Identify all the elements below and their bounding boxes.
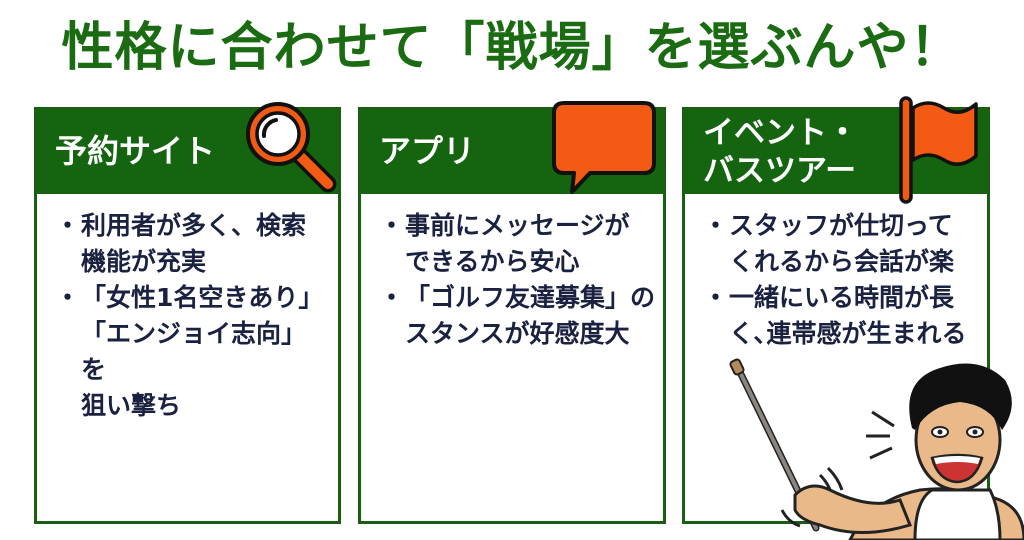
speech-bubble-icon (552, 101, 656, 194)
magnifier-icon (246, 102, 337, 193)
panel-title: イベント・ バスツアー (703, 115, 858, 189)
bullet-list: ・スタッフが仕切って くれるから会話が楽 ・一緒にいる時間が長 く､連帯感が生ま… (703, 208, 979, 352)
panel-booking-site: 予約サイト ・利用者が多く、検索 機能が充実 ・「女性1名空きあり」 「エンジョ… (34, 107, 341, 524)
page-title: 性格に合わせて「戦場」を選ぶんや！ (61, 18, 963, 78)
list-item: ・「ゴルフ友達募集」の スタンスが好感度大 (379, 283, 656, 348)
bullet-list: ・利用者が多く、検索 機能が充実 ・「女性1名空きあり」 「エンジョイ志向」を … (55, 208, 330, 424)
list-item: ・一緒にいる時間が長 く､連帯感が生まれる (703, 283, 967, 348)
list-item: ・事前にメッセージが できるから安心 (379, 211, 630, 276)
list-item: ・「女性1名空きあり」 「エンジョイ志向」を 狙い撃ち (55, 283, 324, 420)
list-item: ・利用者が多く、検索 機能が充実 (55, 211, 307, 276)
panel-app: アプリ ・事前にメッセージが できるから安心 ・「ゴルフ友達募集」の スタンスが… (358, 107, 666, 524)
panel-title: アプリ (379, 132, 476, 170)
flag-icon (899, 96, 978, 204)
bullet-list: ・事前にメッセージが できるから安心 ・「ゴルフ友達募集」の スタンスが好感度大 (379, 208, 655, 352)
panel-title: 予約サイト (55, 132, 216, 170)
list-item: ・スタッフが仕切って くれるから会話が楽 (703, 211, 955, 276)
pointing-man-illustration (729, 358, 1024, 540)
